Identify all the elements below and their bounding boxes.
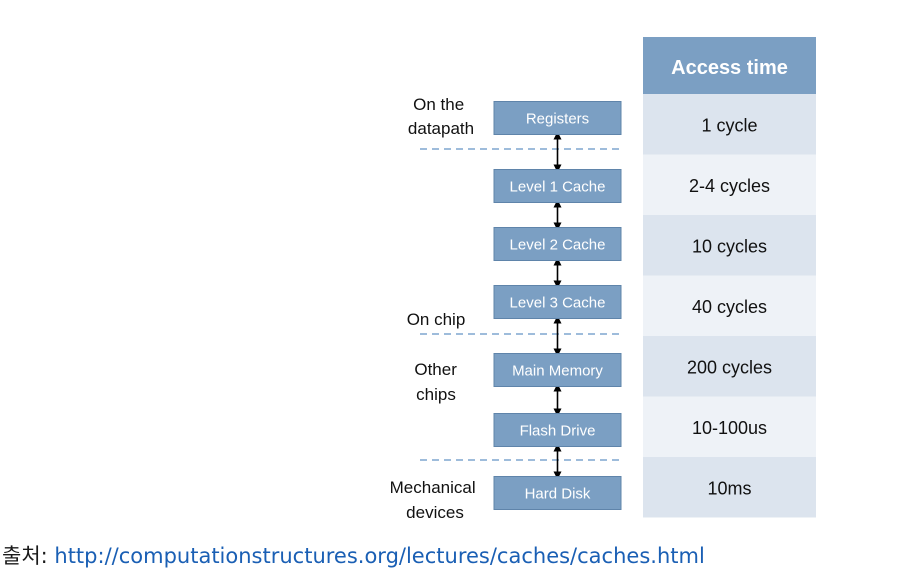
label-mechanical-line-1: Mechanical	[390, 478, 476, 497]
source-link[interactable]: http://computationstructures.org/lecture…	[54, 544, 705, 568]
table-cell-access-time: 10 cycles	[692, 236, 767, 256]
level-box-label: Hard Disk	[525, 486, 591, 503]
table-row-bg	[643, 275, 816, 336]
level-box-label: Level 3 Cache	[510, 295, 606, 312]
table-cell-access-time: 2-4 cycles	[689, 176, 770, 196]
source-prefix: 출처:	[2, 544, 55, 568]
label-other-chips-line-1: Other	[414, 360, 457, 379]
table-header-bg	[643, 37, 816, 94]
table-cell-access-time: 10-100us	[692, 418, 767, 438]
group-labels: On the datapath On chip Other chips Mech…	[390, 95, 481, 522]
source-citation: 출처: http://computationstructures.org/lec…	[2, 538, 902, 574]
table-row-bg	[643, 336, 816, 397]
table-header-text: Access time	[671, 57, 788, 79]
access-time-table: Access time 1 cycle 2-4 cycles 10 cycles 40…	[643, 37, 816, 518]
label-chip-line-1: On chip	[407, 310, 466, 329]
label-on-the-datapath: On the datapath	[408, 95, 474, 138]
level-box	[493, 227, 622, 261]
table-cell-access-time: 10ms	[707, 478, 751, 498]
level-box-label: Registers	[526, 111, 589, 128]
level-box-label: Level 1 Cache	[510, 179, 606, 196]
label-datapath-line-2: datapath	[408, 119, 474, 138]
label-mechanical-line-2: devices	[406, 503, 464, 522]
level-box	[493, 353, 622, 387]
level-box	[493, 101, 622, 135]
level-box	[493, 169, 622, 203]
level-box	[493, 285, 622, 319]
table-cell-access-time: 200 cycles	[687, 357, 772, 377]
table-cell-access-time: 40 cycles	[692, 297, 767, 317]
label-mechanical-devices: Mechanical devices	[390, 478, 481, 522]
label-on-chip: On chip	[407, 310, 466, 329]
table-row-bg	[643, 457, 816, 518]
level-box	[493, 476, 622, 510]
level-box-label: Main Memory	[512, 363, 603, 380]
table-row-bg	[643, 154, 816, 215]
table-row-bg	[643, 215, 816, 276]
table-row-bg	[643, 94, 816, 155]
level-box	[493, 413, 622, 447]
label-other-chips-line-2: chips	[416, 385, 456, 404]
label-datapath-line-1: On the	[413, 95, 464, 114]
table-rows: 1 cycle 2-4 cycles 10 cycles 40 cycles 200 c…	[643, 94, 816, 518]
table-cell-access-time: 1 cycle	[701, 115, 757, 135]
level-box-label: Flash Drive	[520, 423, 596, 440]
level-box-label: Level 2 Cache	[510, 237, 606, 254]
level-dividers	[420, 148, 622, 461]
label-other-chips: Other chips	[414, 360, 461, 404]
table-row-bg	[643, 396, 816, 457]
